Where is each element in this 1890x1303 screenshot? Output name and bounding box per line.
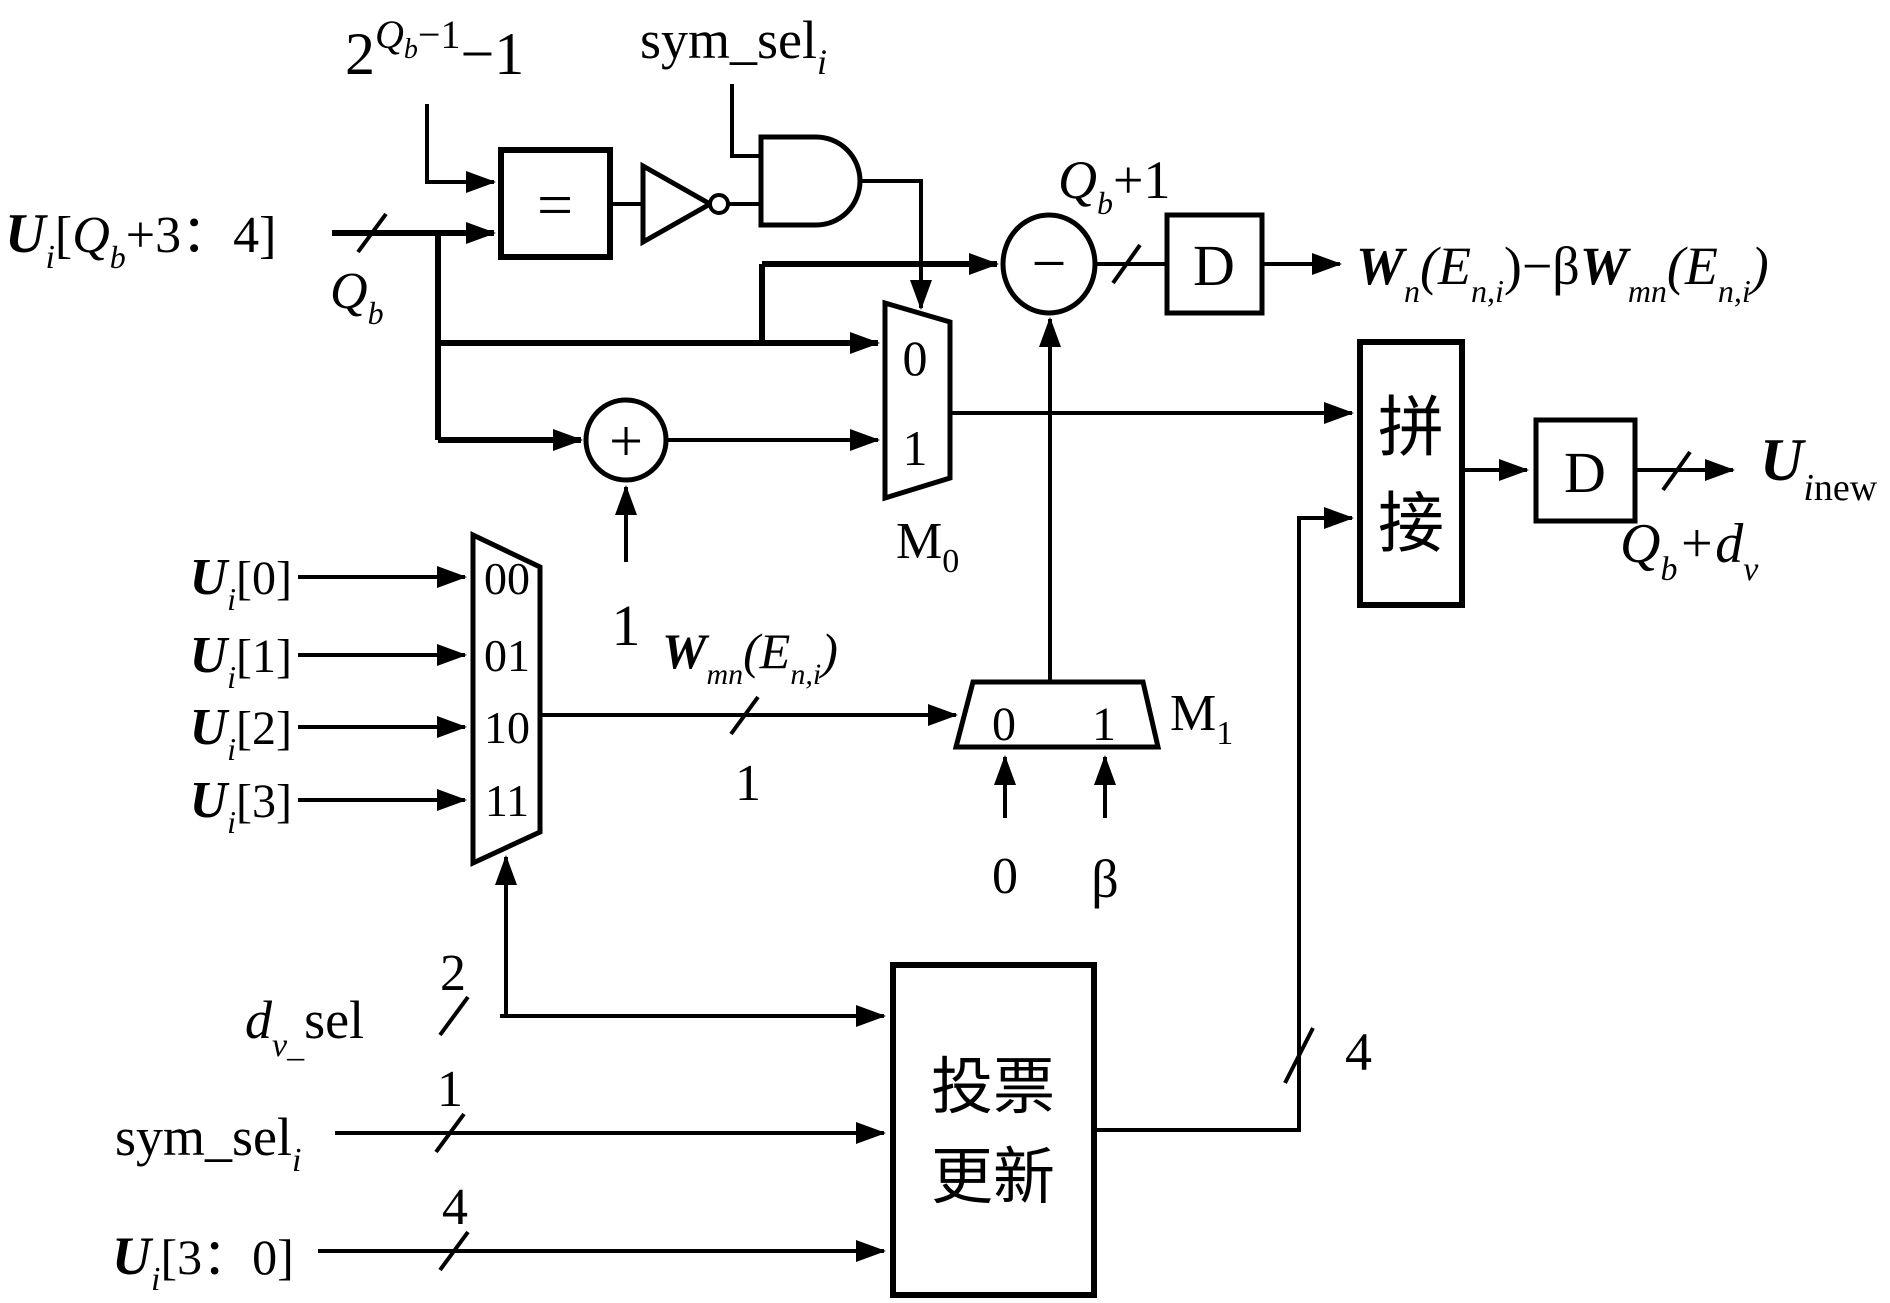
vote-update-block (890, 962, 1097, 1298)
ui-low-width-label: 4 (442, 1179, 468, 1236)
concat-block (1357, 339, 1465, 608)
mux4-input01-label: 01 (484, 630, 530, 681)
mux-m1 (952, 679, 1162, 750)
concat-label-line1: 拼 (1378, 392, 1444, 465)
subtractor-circle (1000, 212, 1098, 316)
not-gate-icon (640, 161, 716, 247)
slash-vote-out-bus (1283, 1027, 1315, 1084)
comparator-box (498, 147, 613, 260)
bus-width-slashes (356, 212, 1692, 1272)
mux-m0 (882, 299, 953, 502)
adder-plus-label: + (609, 408, 643, 474)
vote-label-line2: 更新 (931, 1144, 1055, 1212)
register-d1-label: D (1193, 233, 1235, 298)
register-d2-label: D (1564, 440, 1606, 505)
wn-output-label: Wn(En,i)−βWmn(En,i) (1356, 236, 1769, 309)
concat-label-line2: 接 (1378, 488, 1444, 561)
wire-vote-to-concat (1094, 507, 1354, 1132)
register-d2 (1533, 417, 1638, 524)
subtractor-minus-label: − (1032, 230, 1067, 298)
vote-bus-width-label: 4 (1345, 1022, 1372, 1082)
ui0-label: Ui[0] (190, 549, 292, 617)
m1-input1-label: 1 (1092, 698, 1116, 751)
ui1-label: Ui[1] (190, 627, 292, 695)
sym-sel-top-label: sym_seli (640, 10, 827, 82)
m1-const-beta: β (1091, 849, 1118, 909)
m0-name-label: M0 (896, 513, 959, 580)
adder-const-one: 1 (612, 593, 641, 658)
and-gate-icon (758, 134, 863, 228)
wire-and-to-m0-select (860, 179, 932, 310)
mux4-input00-label: 00 (484, 553, 530, 604)
vote-label-line1: 投票 (931, 1054, 1055, 1122)
sym-sel-bottom-label: sym_seli (115, 1107, 301, 1179)
slash-wmn-bus (729, 695, 760, 736)
register-d1 (1164, 212, 1265, 316)
slash-ui-high-bus (356, 212, 388, 254)
wires (298, 84, 1735, 1262)
comparator-label: = (537, 169, 573, 240)
mux4-input11-label: 11 (485, 775, 529, 826)
slash-d2-out-bus (1661, 450, 1692, 492)
not-bubble-icon (708, 193, 730, 215)
dv-sel-label: dv_sel (245, 990, 364, 1064)
qb-bus-width-label: Qb (330, 263, 384, 331)
m0-input1-label: 1 (903, 420, 928, 476)
ui2-label: Ui[2] (190, 699, 292, 767)
qb-plus-dv-label: Qb+dv (1620, 513, 1759, 588)
mux4-input10-label: 10 (484, 702, 530, 753)
m1-input0-label: 0 (992, 698, 1016, 751)
slash-dvsel-bus (438, 995, 470, 1037)
dv-sel-width-label: 2 (440, 945, 466, 1002)
ui-new-output-label: Uinew (1760, 427, 1878, 509)
wmn-label: Wmn(En,i) (662, 623, 838, 691)
slash-symsel-bus (434, 1112, 466, 1154)
adder-circle (583, 397, 669, 483)
wire-symsel-to-and (730, 84, 761, 158)
qb-plus1-label: Qb+1 (1058, 150, 1170, 221)
slash-uilow-bus (438, 1230, 470, 1272)
sym-sel-width-label: 1 (437, 1061, 463, 1118)
ui-low-label: Ui[3：0] (112, 1226, 294, 1298)
slash-subtractor-out-bus (1111, 243, 1142, 285)
mux4 (470, 531, 543, 867)
m0-input0-label: 0 (903, 330, 928, 386)
ui3-label: Ui[3] (190, 772, 292, 840)
m1-name-label: M1 (1170, 685, 1233, 752)
pow-const-label: 2Qb−1−1 (345, 12, 524, 87)
ui-high-label: Ui[Qb+3：4] (5, 203, 276, 276)
wmn-width-label: 1 (735, 755, 761, 812)
m1-const-zero: 0 (992, 848, 1018, 905)
wire-pow-const-to-comparator (425, 104, 496, 193)
